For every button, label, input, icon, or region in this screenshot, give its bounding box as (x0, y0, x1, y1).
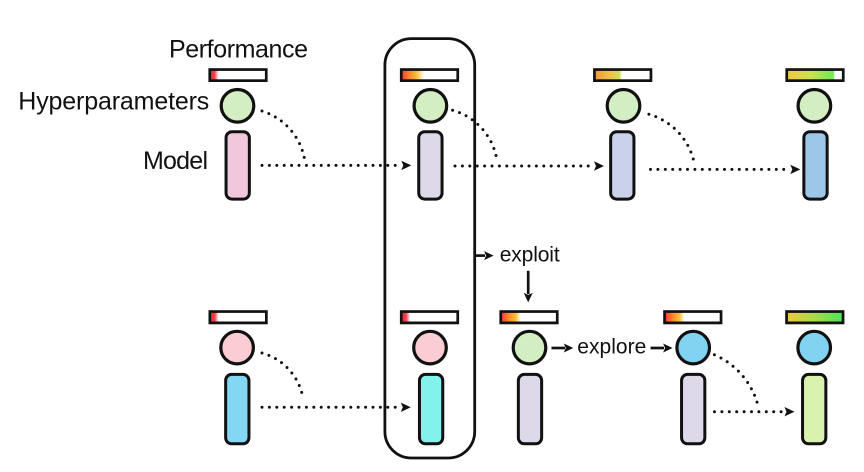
svg-text:Performance: Performance (169, 35, 308, 63)
svg-text:explore: explore (577, 335, 646, 358)
svg-text:exploit: exploit (500, 244, 560, 267)
svg-text:Model: Model (143, 147, 208, 175)
svg-text:Hyperparameters: Hyperparameters (18, 87, 209, 115)
